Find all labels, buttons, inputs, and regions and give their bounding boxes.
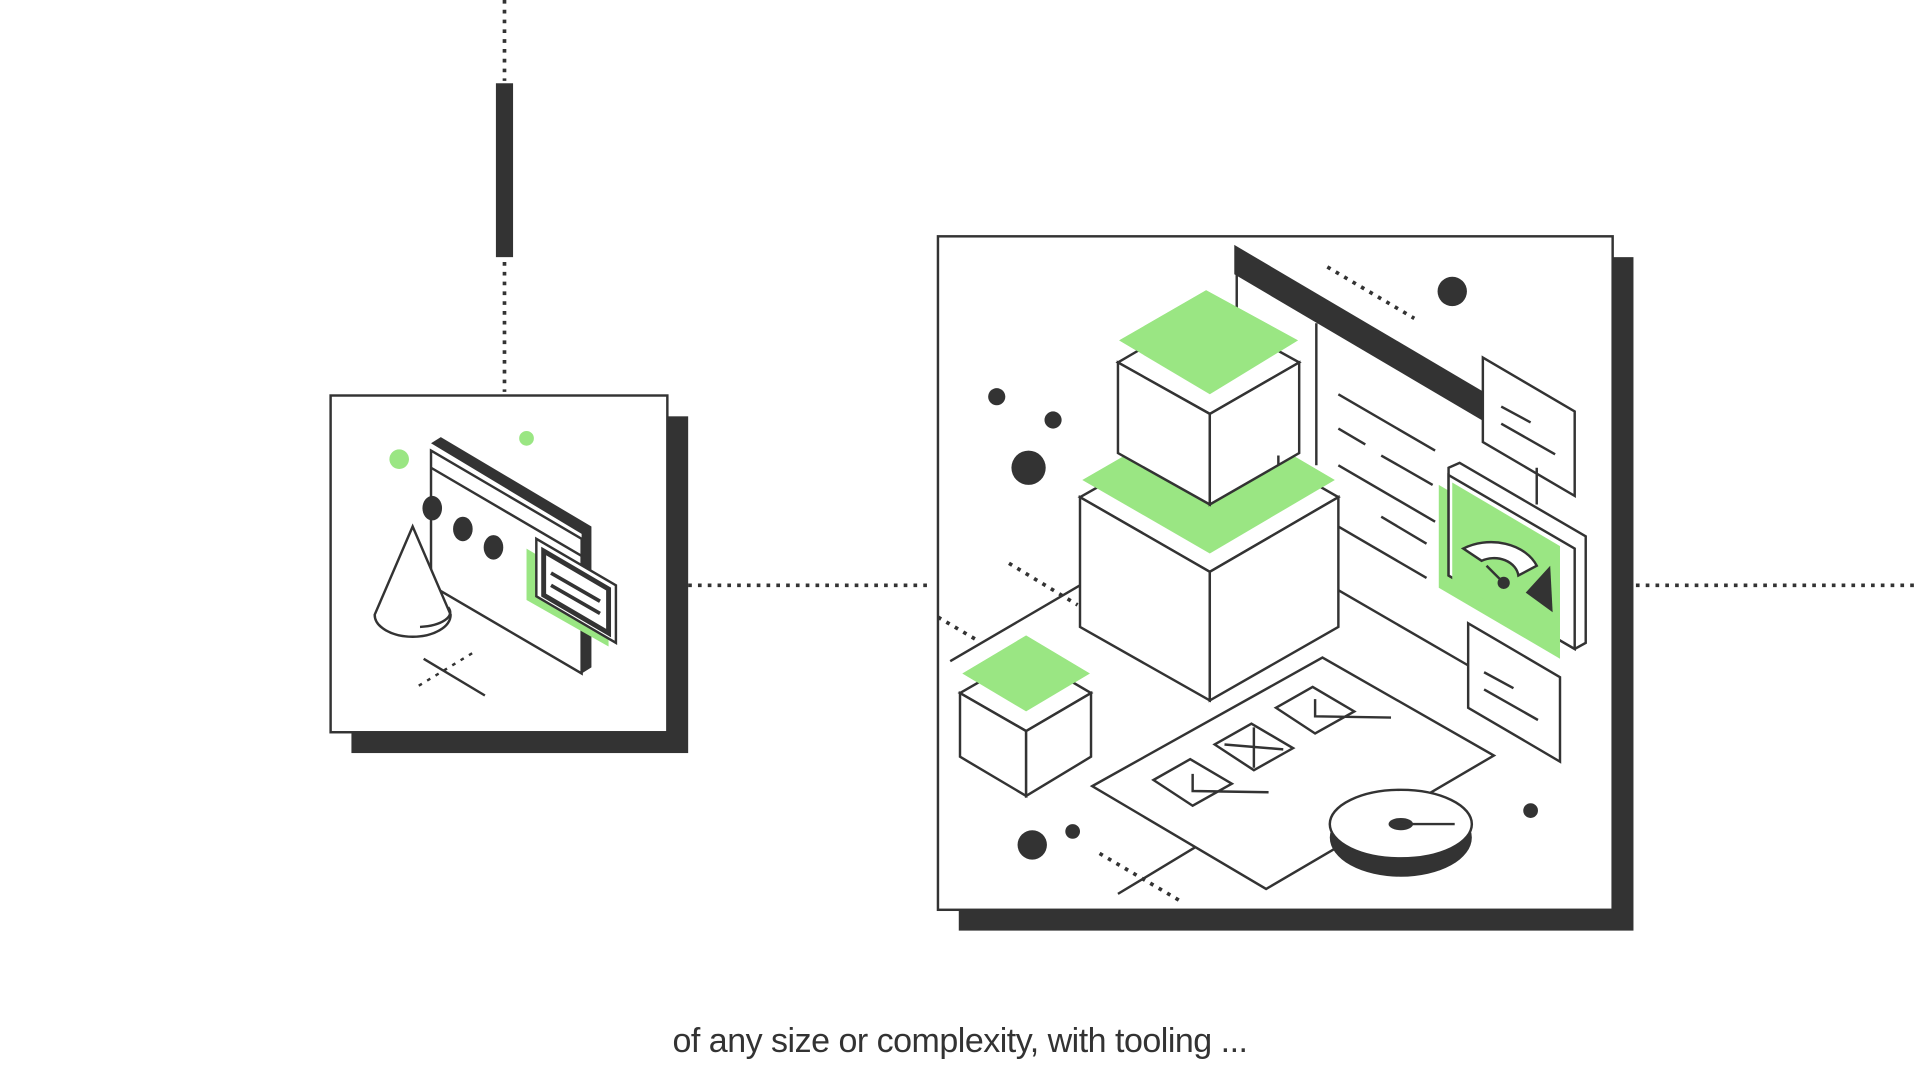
caption-text: of any size or complexity, with tooling …	[672, 1022, 1248, 1060]
vertical-connector	[495, 0, 514, 392]
small-card-window-illustration	[329, 394, 689, 754]
large-card-platform-illustration	[936, 235, 1634, 931]
